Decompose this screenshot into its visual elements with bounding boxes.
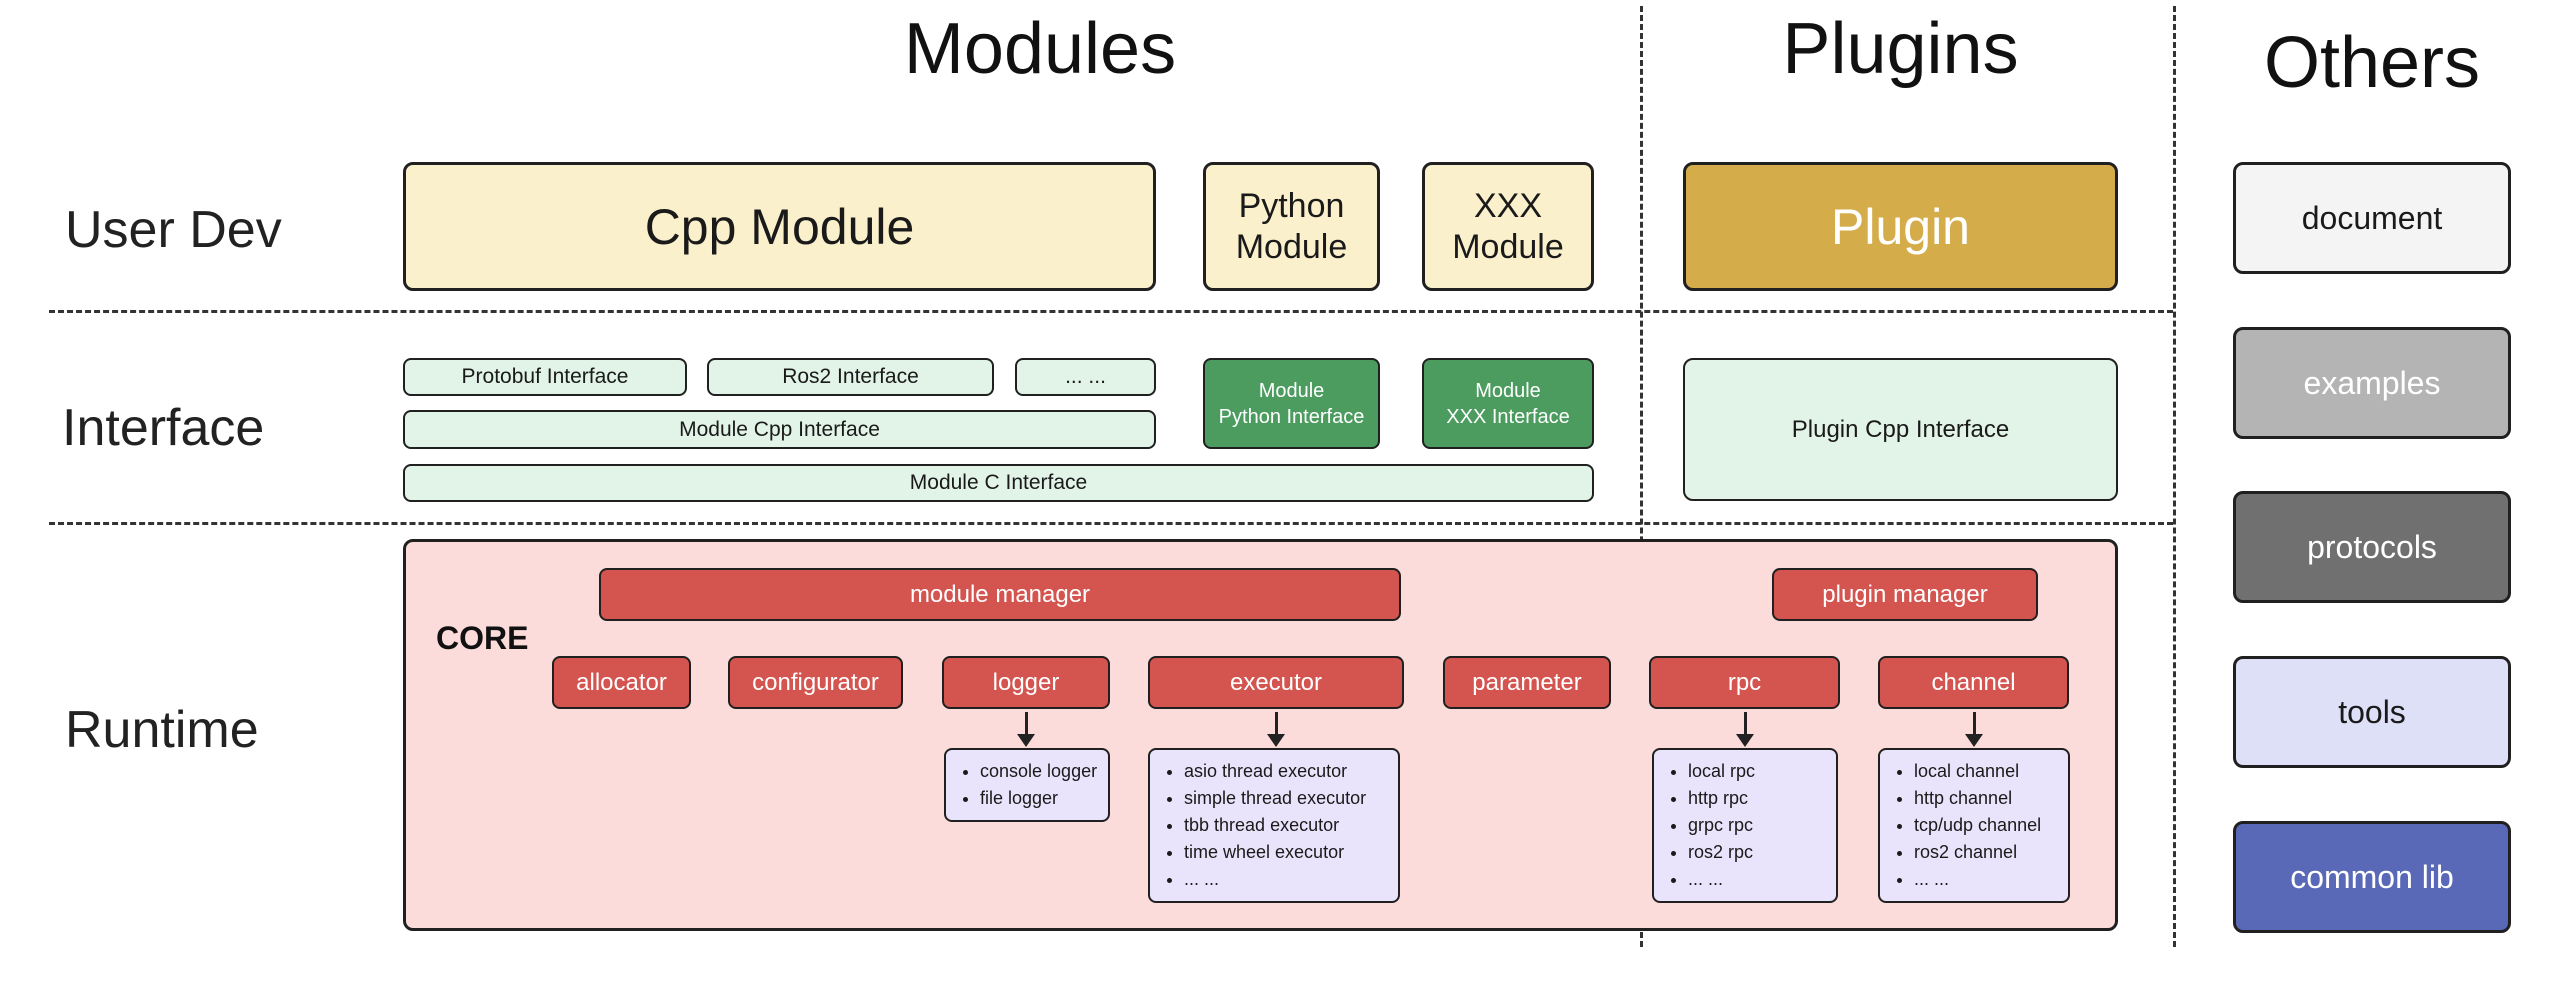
userdev-interface-divider <box>49 310 2173 313</box>
list-item: simple thread executor <box>1184 785 1388 812</box>
modules-header: Modules <box>903 9 1177 89</box>
channel-arrow-down-icon <box>1964 712 1984 747</box>
ros2-interface-box: Ros2 Interface <box>707 358 994 396</box>
parameter-box: parameter <box>1443 656 1611 709</box>
list-item: console logger <box>980 758 1098 785</box>
others-tools-box: tools <box>2233 656 2511 768</box>
plugin-box: Plugin <box>1683 162 2118 291</box>
protobuf-interface-box: Protobuf Interface <box>403 358 687 396</box>
executor-box: executor <box>1148 656 1404 709</box>
plugins-header: Plugins <box>1782 9 2019 89</box>
module-xxx-interface-box: Module XXX Interface <box>1422 358 1594 449</box>
list-item: grpc rpc <box>1688 812 1826 839</box>
row-label-user-dev: User Dev <box>65 201 282 259</box>
list-item: tbb thread executor <box>1184 812 1388 839</box>
row-label-runtime: Runtime <box>65 701 259 759</box>
more-interfaces-box: ... ... <box>1015 358 1156 396</box>
interface-runtime-divider <box>49 522 2173 525</box>
rpc-arrow-down-icon <box>1735 712 1755 747</box>
list-item: ... ... <box>1688 866 1826 893</box>
plugins-others-divider <box>2173 6 2176 947</box>
channel-impl-list: local channelhttp channeltcp/udp channel… <box>1878 748 2070 903</box>
list-item: ... ... <box>1184 866 1388 893</box>
others-protocols-box: protocols <box>2233 491 2511 603</box>
others-header: Others <box>2263 23 2481 103</box>
list-item: local rpc <box>1688 758 1826 785</box>
executor-impl-list: asio thread executorsimple thread execut… <box>1148 748 1400 903</box>
row-label-interface: Interface <box>62 399 265 457</box>
plugin-cpp-interface-box: Plugin Cpp Interface <box>1683 358 2118 501</box>
logger-arrow-down-icon <box>1016 712 1036 747</box>
list-item: asio thread executor <box>1184 758 1388 785</box>
configurator-box: configurator <box>728 656 903 709</box>
core-label: CORE <box>436 620 529 656</box>
plugin-manager-box: plugin manager <box>1772 568 2038 621</box>
others-examples-box: examples <box>2233 327 2511 439</box>
python-module-box: Python Module <box>1203 162 1380 291</box>
modules-plugins-divider <box>1640 6 1643 947</box>
others-document-box: document <box>2233 162 2511 274</box>
allocator-box: allocator <box>552 656 691 709</box>
cpp-module-box: Cpp Module <box>403 162 1156 291</box>
channel-box: channel <box>1878 656 2069 709</box>
rpc-box: rpc <box>1649 656 1840 709</box>
list-item: ros2 channel <box>1914 839 2058 866</box>
module-cpp-interface-box: Module Cpp Interface <box>403 410 1156 449</box>
logger-impl-list: console loggerfile logger <box>944 748 1110 822</box>
list-item: http channel <box>1914 785 2058 812</box>
list-item: http rpc <box>1688 785 1826 812</box>
list-item: ... ... <box>1914 866 2058 893</box>
executor-arrow-down-icon <box>1266 712 1286 747</box>
rpc-impl-list: local rpchttp rpcgrpc rpcros2 rpc... ... <box>1652 748 1838 903</box>
others-common-lib-box: common lib <box>2233 821 2511 933</box>
module-c-interface-box: Module C Interface <box>403 464 1594 502</box>
module-manager-box: module manager <box>599 568 1401 621</box>
logger-box: logger <box>942 656 1110 709</box>
list-item: local channel <box>1914 758 2058 785</box>
list-item: file logger <box>980 785 1098 812</box>
xxx-module-box: XXX Module <box>1422 162 1594 291</box>
list-item: ros2 rpc <box>1688 839 1826 866</box>
list-item: time wheel executor <box>1184 839 1388 866</box>
list-item: tcp/udp channel <box>1914 812 2058 839</box>
module-python-interface-box: Module Python Interface <box>1203 358 1380 449</box>
